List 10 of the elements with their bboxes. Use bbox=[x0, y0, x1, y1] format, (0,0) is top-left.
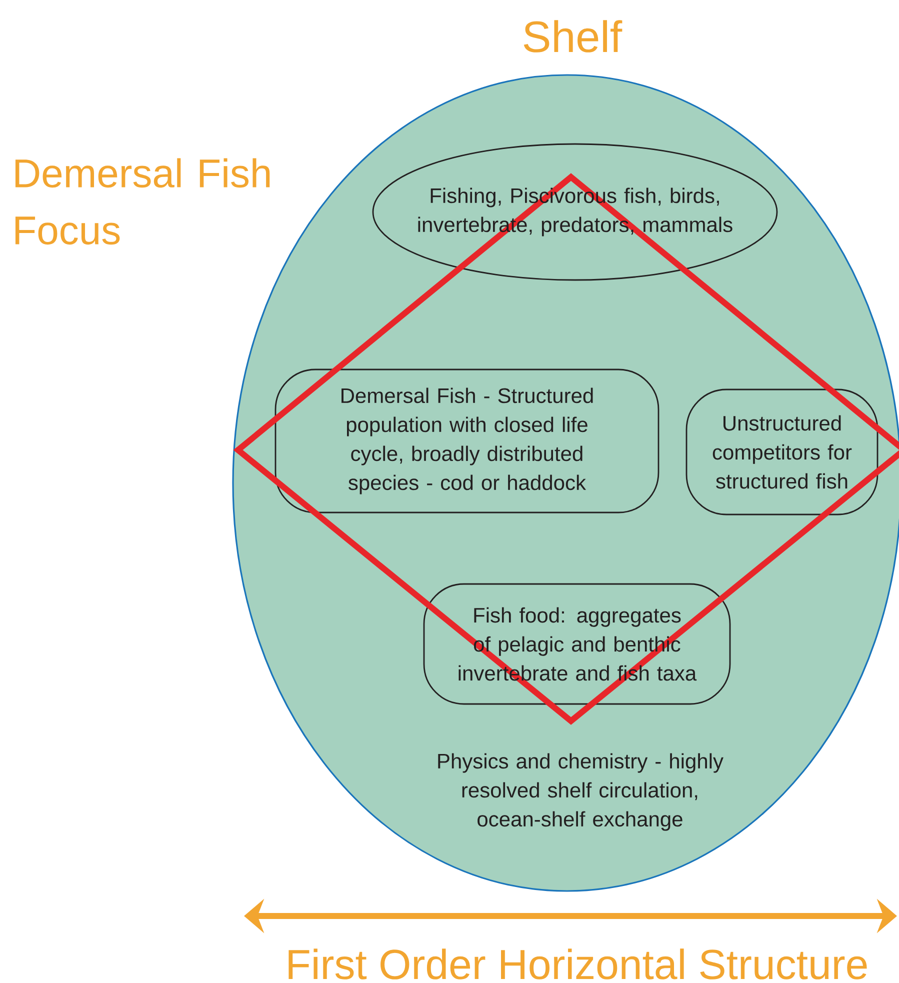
focus-label: Demersal Fish Focus bbox=[15, 158, 270, 245]
rounded-box bbox=[686, 388, 878, 516]
node-text: Demersal Fish - Structured population with closed life cycle, broadly distributed species - cod or haddock bbox=[342, 388, 593, 494]
heading: Shelf bbox=[524, 20, 622, 52]
axis-label: First Order Horizontal Structure bbox=[288, 948, 867, 980]
node-text: Unstructured competitors for structured fish bbox=[712, 415, 852, 489]
rounded-box bbox=[274, 368, 660, 514]
ellipse-node bbox=[372, 143, 778, 281]
rounded-box bbox=[423, 583, 731, 705]
body-text: Physics and chemistry - highly resolved shelf circulation, ocean-shelf exchange bbox=[438, 753, 724, 831]
